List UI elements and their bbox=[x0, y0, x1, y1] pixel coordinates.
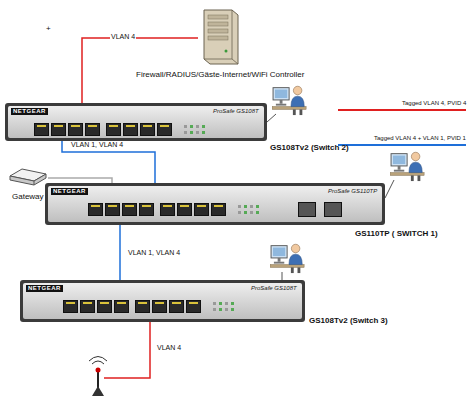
status-led bbox=[256, 205, 259, 208]
device-label: Gateway bbox=[12, 192, 44, 201]
ethernet-port bbox=[97, 300, 112, 313]
ethernet-port bbox=[114, 300, 129, 313]
ethernet-port bbox=[157, 123, 172, 136]
ethernet-port bbox=[169, 300, 184, 313]
status-led bbox=[190, 125, 193, 128]
status-led bbox=[213, 308, 216, 311]
status-led bbox=[225, 308, 228, 311]
status-led bbox=[256, 211, 259, 214]
server-node: Firewall/RADIUS/Gäste-Internet/WiFi Cont… bbox=[198, 6, 242, 66]
status-led bbox=[184, 125, 187, 128]
status-led bbox=[219, 308, 222, 311]
link-label: VLAN 1, VLAN 4 bbox=[127, 249, 181, 257]
device-label: Firewall/RADIUS/Gäste-Internet/WiFi Cont… bbox=[136, 70, 304, 79]
status-led bbox=[244, 211, 247, 214]
mark: + bbox=[46, 24, 51, 33]
network-switch: NETGEARProSafe GS110TPGS110TP ( SWITCH 1… bbox=[45, 183, 385, 225]
ethernet-port bbox=[51, 123, 66, 136]
drive-bay bbox=[208, 36, 228, 40]
model-text: ProSafe GS108T bbox=[251, 285, 297, 292]
legend-text: Tagged VLAN 4 + VLAN 1, PVID 1 bbox=[374, 135, 466, 142]
legend-text: Tagged VLAN 4, PVID 4 bbox=[402, 100, 466, 107]
model-text: ProSafe GS110TP bbox=[328, 188, 377, 195]
status-led bbox=[190, 131, 193, 134]
sfp-port bbox=[298, 202, 316, 217]
ethernet-port bbox=[105, 203, 120, 216]
status-led bbox=[184, 131, 187, 134]
device-label: GS108Tv2 (Switch 3) bbox=[309, 316, 388, 325]
legend-line bbox=[338, 109, 466, 111]
status-led bbox=[250, 205, 253, 208]
ethernet-port bbox=[34, 123, 49, 136]
network-switch: NETGEARProSafe GS108TGS108Tv2 (Switch 3) bbox=[20, 280, 305, 322]
drive-bay bbox=[208, 29, 228, 33]
ethernet-port bbox=[135, 300, 150, 313]
device-label: GS108Tv2 (Switch 2) bbox=[270, 143, 349, 152]
ethernet-port bbox=[186, 300, 201, 313]
ethernet-port bbox=[194, 203, 209, 216]
gateway-icon bbox=[8, 166, 48, 188]
wire-label: VLAN 4 bbox=[156, 344, 182, 352]
gateway-side bbox=[10, 174, 46, 185]
user-icon bbox=[390, 152, 424, 181]
model-text: ProSafe GS108T bbox=[213, 108, 259, 115]
access-point-icon bbox=[89, 357, 107, 397]
status-led bbox=[213, 302, 216, 305]
ethernet-port bbox=[88, 203, 103, 216]
status-led bbox=[250, 211, 253, 214]
user-wire bbox=[282, 272, 283, 280]
ethernet-port bbox=[106, 123, 121, 136]
ethernet-port bbox=[139, 203, 154, 216]
ethernet-port bbox=[177, 203, 192, 216]
status-led bbox=[225, 302, 228, 305]
ethernet-port bbox=[80, 300, 95, 313]
brand-badge: NETGEAR bbox=[26, 285, 63, 292]
ethernet-port bbox=[152, 300, 167, 313]
server-icon bbox=[198, 6, 242, 66]
brand-badge: NETGEAR bbox=[51, 188, 88, 195]
ethernet-port bbox=[85, 123, 100, 136]
server-body bbox=[204, 10, 238, 64]
status-led bbox=[196, 131, 199, 134]
link-label: VLAN 1, VLAN 4 bbox=[70, 141, 124, 149]
ethernet-port bbox=[211, 203, 226, 216]
sfp-port bbox=[324, 202, 342, 217]
user-wire bbox=[385, 180, 394, 198]
ethernet-port bbox=[123, 123, 138, 136]
user-icon bbox=[270, 244, 304, 273]
gateway-node: Gateway bbox=[8, 166, 48, 188]
status-led bbox=[231, 302, 234, 305]
server-edge bbox=[204, 10, 238, 64]
status-led bbox=[238, 211, 241, 214]
legend-line bbox=[338, 144, 466, 146]
vlan-link bbox=[119, 225, 121, 280]
ap-wire bbox=[104, 322, 150, 378]
brand-badge: NETGEAR bbox=[11, 108, 48, 115]
network-switch: NETGEARProSafe GS108TGS108Tv2 (Switch 2) bbox=[5, 103, 267, 141]
status-led bbox=[238, 205, 241, 208]
user-wire bbox=[267, 114, 276, 122]
vlan-link bbox=[62, 141, 155, 183]
status-led bbox=[231, 308, 234, 311]
drive-bay bbox=[208, 15, 228, 19]
user-icon bbox=[272, 86, 306, 115]
drive-bay bbox=[208, 22, 228, 26]
ethernet-port bbox=[140, 123, 155, 136]
ethernet-port bbox=[63, 300, 78, 313]
status-led bbox=[202, 131, 205, 134]
ethernet-port bbox=[68, 123, 83, 136]
status-led bbox=[219, 302, 222, 305]
power-led bbox=[225, 50, 228, 53]
link-label: VLAN 4 bbox=[110, 33, 136, 41]
status-led bbox=[244, 205, 247, 208]
ethernet-port bbox=[122, 203, 137, 216]
status-led bbox=[196, 125, 199, 128]
status-led bbox=[202, 125, 205, 128]
device-label: GS110TP ( SWITCH 1) bbox=[355, 229, 438, 238]
ethernet-port bbox=[160, 203, 175, 216]
